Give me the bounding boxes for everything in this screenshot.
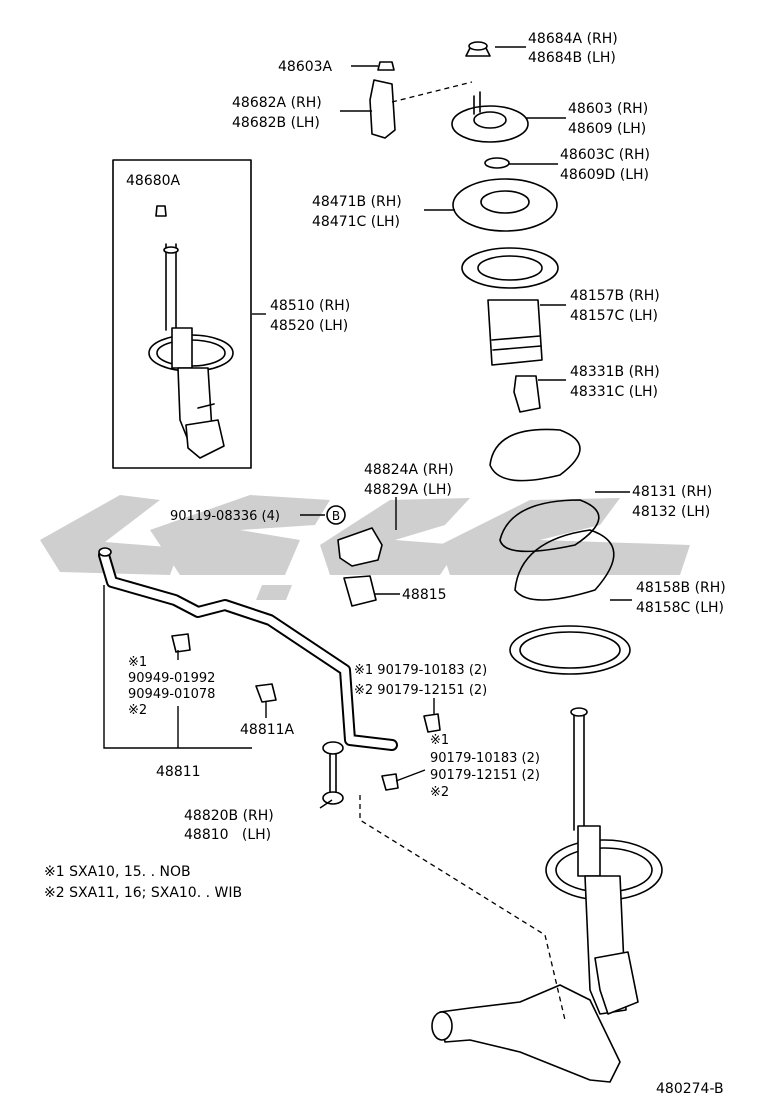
- label-90949-01992: 90949-01992: [128, 671, 215, 686]
- label-48157-rh: 48157B (RH): [570, 288, 660, 304]
- label-48603-rh: 48603 (RH): [568, 101, 648, 117]
- upper-mount: [451, 91, 529, 143]
- dash-line: [359, 795, 566, 1021]
- label-90179b-note2: ※2: [430, 785, 449, 800]
- bracket-48824: [337, 527, 383, 567]
- shock-absorber-inset: [148, 205, 234, 459]
- ref-letter-b: B: [332, 509, 340, 523]
- label-48824-rh: 48824A (RH): [364, 462, 454, 478]
- dash-line: [391, 81, 473, 103]
- label-90179b-12151: 90179-12151 (2): [430, 768, 540, 783]
- watermark-logo: [40, 495, 690, 600]
- strut-assembly: [545, 707, 663, 1015]
- bump-stop: [513, 375, 541, 413]
- label-90949-note2: ※2: [128, 703, 147, 718]
- label-48820-lh: 48810 (LH): [184, 827, 271, 843]
- lower-insulator: [509, 625, 631, 675]
- label-48815: 48815: [402, 587, 447, 603]
- label-48603-lh: 48609 (LH): [568, 121, 646, 137]
- label-48510-rh: 48510 (RH): [270, 298, 350, 314]
- bracket-48682: [369, 79, 396, 139]
- label-48682-rh: 48682A (RH): [232, 95, 322, 111]
- label-48603a: 48603A: [278, 59, 333, 75]
- label-48824-lh: 48829A (LH): [364, 482, 452, 498]
- label-48331-lh: 48331C (LH): [570, 384, 658, 400]
- label-90949-note1: ※1: [128, 655, 147, 670]
- bushing-48815: [343, 575, 377, 607]
- stabilizer-link: [322, 741, 344, 805]
- label-48158-lh: 48158C (LH): [636, 600, 724, 616]
- mount-ring: [484, 157, 510, 169]
- label-48811a: 48811A: [240, 722, 295, 738]
- label-48471-lh: 48471C (LH): [312, 214, 400, 230]
- nut-90179b: [381, 773, 399, 791]
- label-48684-lh: 48684B (LH): [528, 50, 616, 66]
- label-48158-rh: 48158B (RH): [636, 580, 726, 596]
- label-48820-rh: 48820B (RH): [184, 808, 274, 824]
- ref-circle-b: [326, 505, 346, 525]
- coil-spring: [489, 428, 615, 601]
- leader-lines: [103, 46, 632, 809]
- label-48471-rh: 48471B (RH): [312, 194, 402, 210]
- dust-boot: [461, 247, 559, 366]
- label-48331-rh: 48331B (RH): [570, 364, 660, 380]
- spring-seat: [452, 178, 558, 232]
- lower-control-arm: [431, 984, 621, 1083]
- label-48682-lh: 48682B (LH): [232, 115, 320, 131]
- label-90179a-2: ※2 90179-12151 (2): [354, 683, 487, 698]
- label-90949-01078: 90949-01078: [128, 687, 215, 702]
- label-90179b-10183: 90179-10183 (2): [430, 751, 540, 766]
- upper-nut: [465, 41, 491, 57]
- label-48603c-lh: 48609D (LH): [560, 167, 649, 183]
- shock-absorber-frame: [112, 159, 252, 469]
- label-48603c-rh: 48603C (RH): [560, 147, 650, 163]
- label-48157-lh: 48157C (LH): [570, 308, 658, 324]
- label-48684-rh: 48684A (RH): [528, 31, 618, 47]
- diagram-code: 480274-B: [656, 1081, 724, 1097]
- label-90119: 90119-08336 (4): [170, 509, 280, 524]
- note-2: ※2 SXA11, 16; SXA10. . WIB: [44, 885, 242, 901]
- nut-90179a: [423, 713, 441, 733]
- label-48510-lh: 48520 (LH): [270, 318, 348, 334]
- bushing-48811a: [255, 683, 277, 703]
- note-1: ※1 SXA10, 15. . NOB: [44, 864, 191, 880]
- nut-48603a: [377, 61, 395, 71]
- label-48131-lh: 48132 (LH): [632, 504, 710, 520]
- label-48680a: 48680A: [126, 173, 181, 189]
- label-48811: 48811: [156, 764, 201, 780]
- label-90179a-1: ※1 90179-10183 (2): [354, 663, 487, 678]
- label-90179b-note1: ※1: [430, 733, 449, 748]
- label-48131-rh: 48131 (RH): [632, 484, 712, 500]
- bushing-90949: [171, 633, 191, 653]
- stabilizer-bar: [98, 547, 398, 751]
